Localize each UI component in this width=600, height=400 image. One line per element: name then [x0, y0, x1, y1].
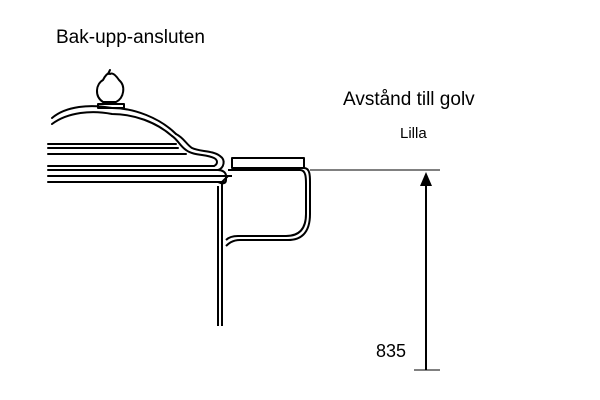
- diagram-title: Bak-upp-ansluten: [56, 27, 205, 48]
- dimension-value: 835: [376, 341, 407, 361]
- floor-distance-heading: Avstånd till golv: [343, 89, 475, 110]
- lid-knob: [96, 72, 125, 103]
- pan-with-lid: [47, 69, 229, 185]
- size-label: Lilla: [400, 125, 427, 142]
- dimension-line: [310, 169, 440, 371]
- counter-bracket: [217, 157, 311, 326]
- arrowhead-up: [420, 172, 432, 186]
